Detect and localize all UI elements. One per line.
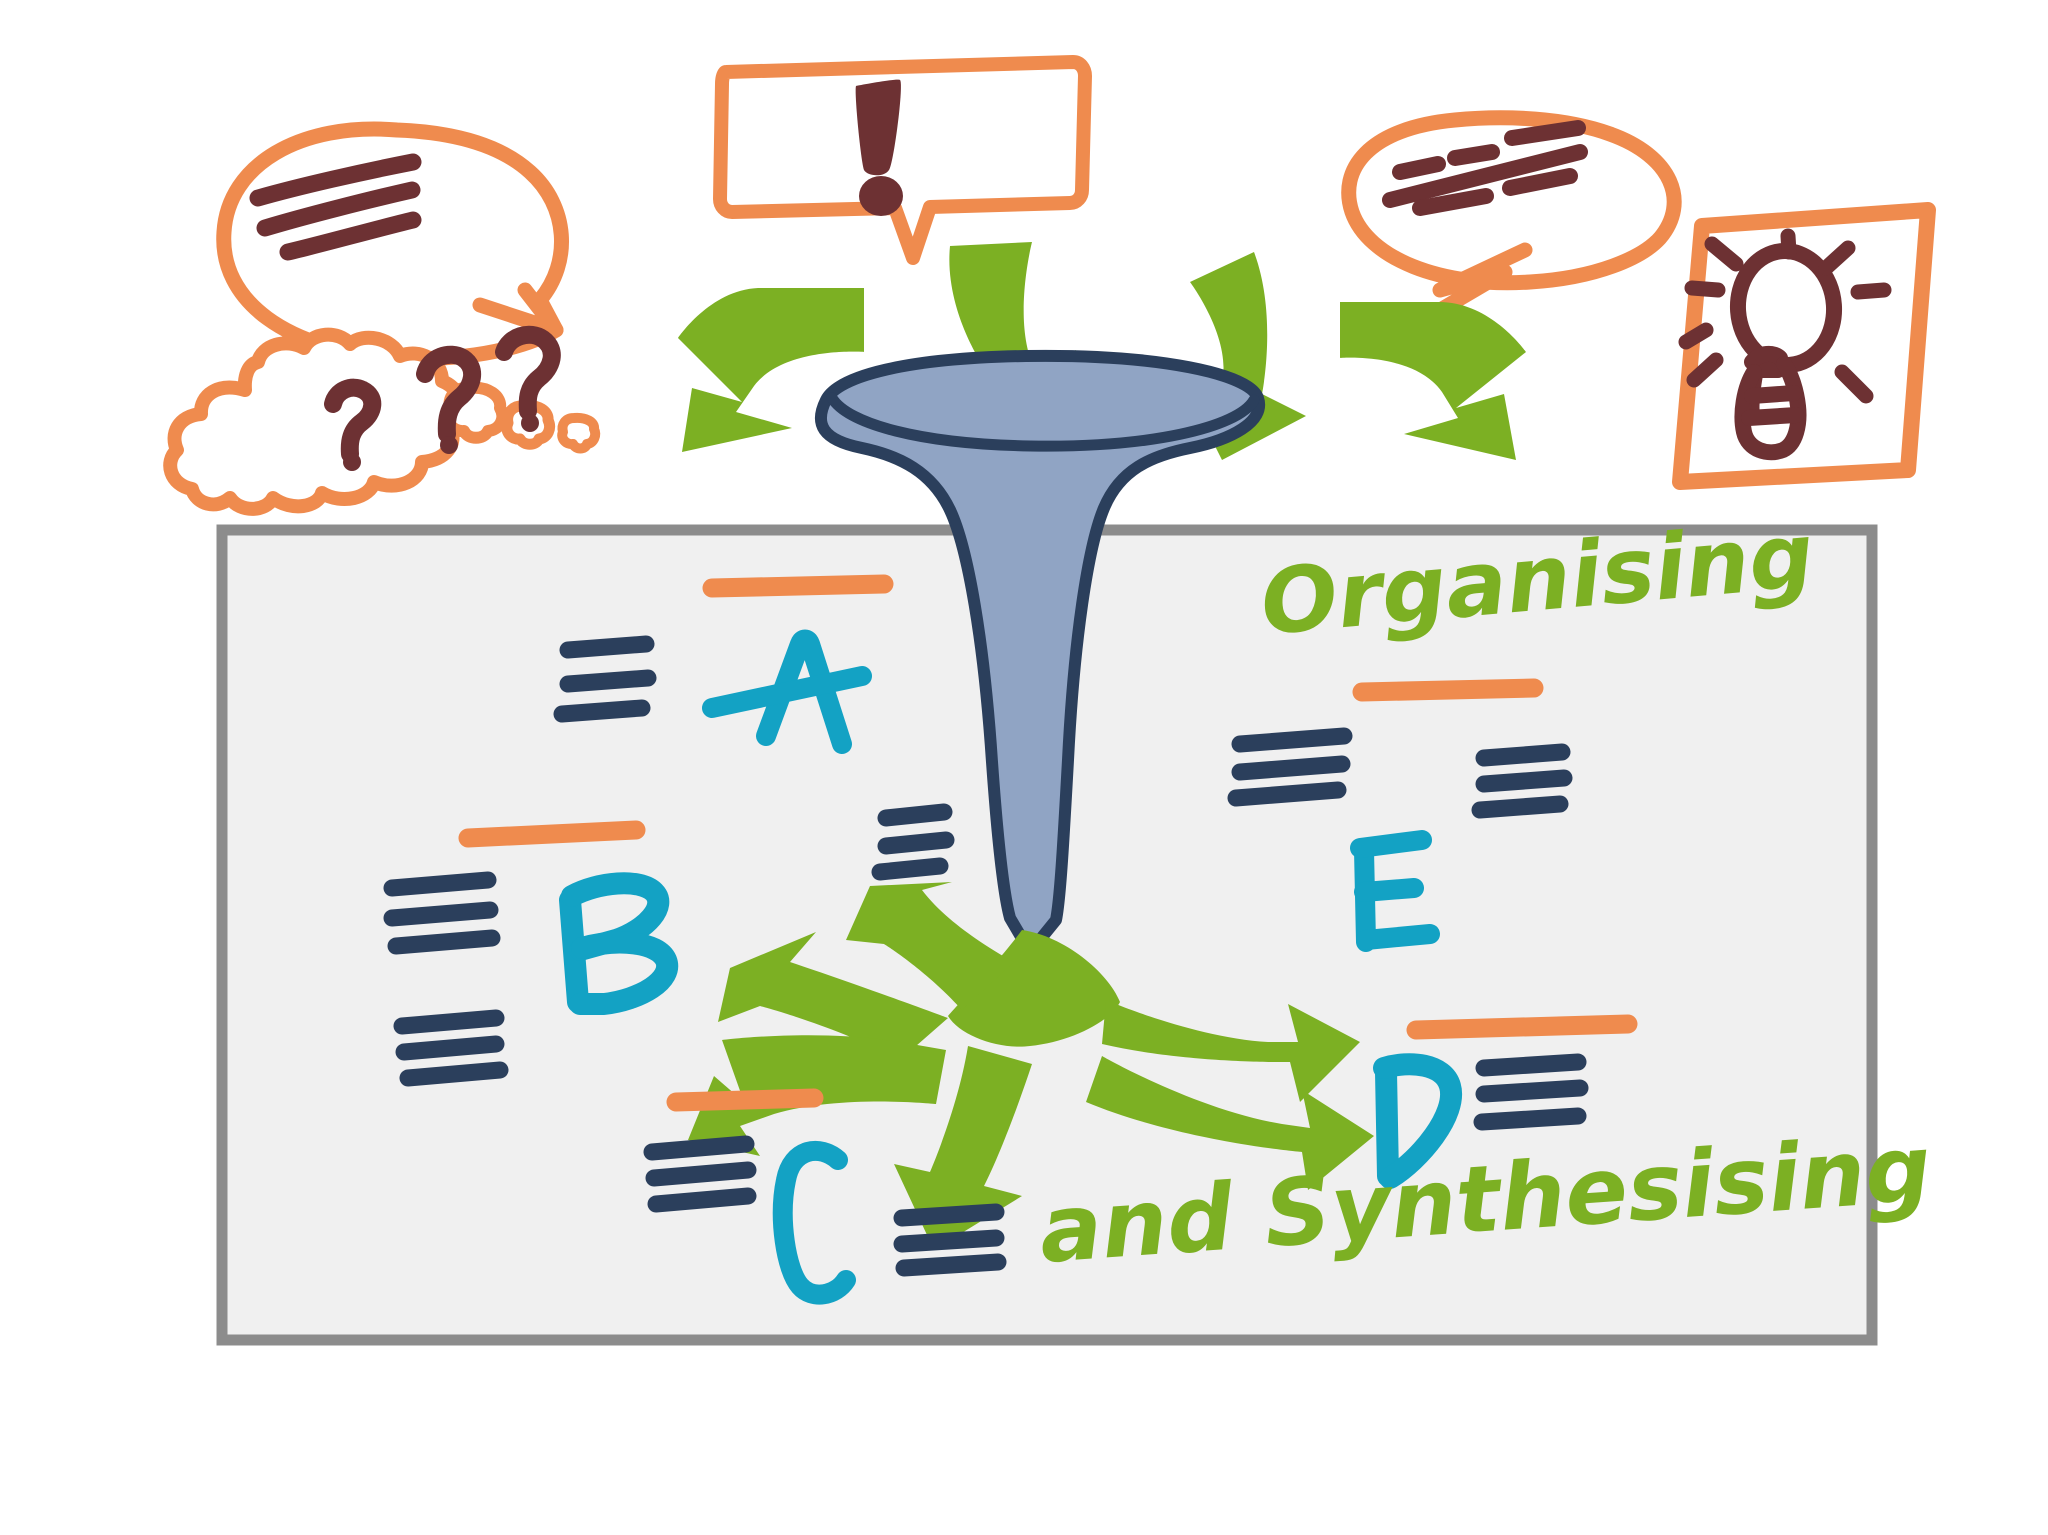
exclamation-mark [855, 79, 903, 216]
textline-cluster [893, 1203, 1007, 1277]
question-mark-dots [343, 414, 539, 471]
textline-cluster [1227, 727, 1353, 807]
speech-bubble-icon-left [216, 121, 569, 366]
textline-cluster [553, 635, 657, 723]
letter-c-glyph [772, 1140, 856, 1305]
textline-cluster [871, 803, 955, 881]
orange-underline-group [458, 574, 1638, 1112]
letter-b-glyph [559, 872, 678, 1015]
navy-textline-group [383, 635, 1589, 1277]
exclamation-callout-icon [713, 55, 1092, 265]
textline-cluster [1473, 1053, 1589, 1131]
letter-group [559, 629, 1463, 1305]
textline-cluster [393, 1009, 509, 1087]
lightbulb-rays [1678, 228, 1892, 404]
textline-cluster [643, 1135, 757, 1213]
lightbulb-note-icon [1672, 202, 1936, 490]
letter-d-glyph [1373, 1053, 1463, 1189]
textline-cluster [1471, 743, 1573, 819]
letter-a-glyph [702, 629, 872, 754]
textline-cluster [383, 871, 501, 955]
funnel-icon [814, 349, 1266, 958]
bubble-text-lines-left [249, 153, 422, 261]
arrow-burst-icon [688, 882, 1374, 1250]
thought-cloud-icon [163, 325, 601, 516]
letter-e-glyph [1350, 830, 1440, 952]
speech-bubble-icon-right [1341, 110, 1682, 330]
question-mark-group [324, 325, 561, 463]
bubble-text-lines-right [1382, 120, 1588, 216]
lightbulb-glyph [1729, 243, 1843, 461]
